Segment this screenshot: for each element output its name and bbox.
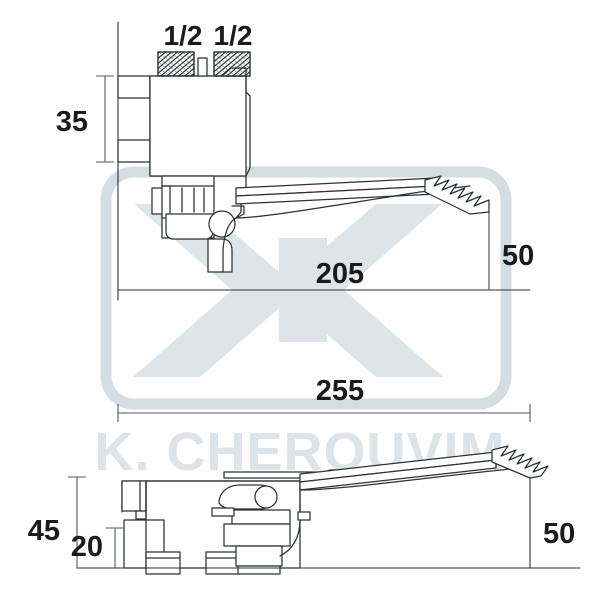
left-lower-box-tab: [135, 510, 147, 520]
thread-inlet-left: [157, 51, 195, 77]
dim-label-50-top: 50: [502, 240, 534, 272]
dim-label-20: 20: [71, 531, 103, 563]
watermark-frame: [100, 166, 512, 410]
cartridge-collar: [161, 185, 171, 219]
outlet-stub-left: [145, 551, 181, 575]
lever-base-contour: [222, 205, 245, 273]
wall-flange-upper: [117, 75, 151, 99]
dim-label-45: 45: [28, 515, 60, 547]
body-drop-leg: [207, 238, 233, 273]
bottom-view-product: [76, 445, 581, 575]
center-pin: [197, 57, 208, 77]
dim-label-35: 35: [56, 106, 88, 138]
valve-circle: [208, 210, 236, 238]
dim-label-50-bottom: 50: [543, 518, 575, 550]
watermark-logo: K. CHEROUVIM: [94, 166, 512, 482]
handle-knob: [254, 485, 278, 509]
side-view-product: [117, 21, 531, 301]
side-view-dimensions: [96, 75, 531, 422]
wall-flange-lower: [117, 139, 151, 163]
stack-ring-1: [231, 509, 291, 525]
bottom-lever-lower-plate: [299, 459, 497, 491]
thread-inlet-right: [213, 51, 251, 77]
dim-label-thread-left: 1/2: [164, 20, 203, 51]
thread-inlet-left-outline: [157, 51, 195, 77]
spout-underside-sweep: [235, 185, 471, 219]
left-deck-block: [121, 480, 147, 512]
bottom-spout-sweep: [299, 467, 521, 491]
break-zigzag-top: [424, 175, 490, 215]
dim-label-thread-right: 1/2: [214, 20, 253, 51]
stack-side-tab: [211, 507, 235, 517]
dim-label-255: 255: [316, 375, 364, 407]
stack-base: [237, 565, 281, 575]
dim-label-205: 205: [316, 258, 364, 290]
outlet-stub-right: [205, 551, 241, 575]
watermark-k-glyph: [133, 204, 443, 377]
stack-ring-3: [235, 545, 283, 567]
stack-ring-2: [223, 523, 291, 547]
cartridge-bottom-shell: [165, 213, 214, 240]
neck-tab: [297, 511, 311, 521]
body-right-contour: [235, 75, 251, 219]
break-zigzag-bottom: [491, 445, 549, 479]
bottom-view-dimensions: [68, 476, 124, 568]
thread-inlet-right-outline: [213, 51, 251, 77]
body-rectangle: [149, 75, 247, 177]
